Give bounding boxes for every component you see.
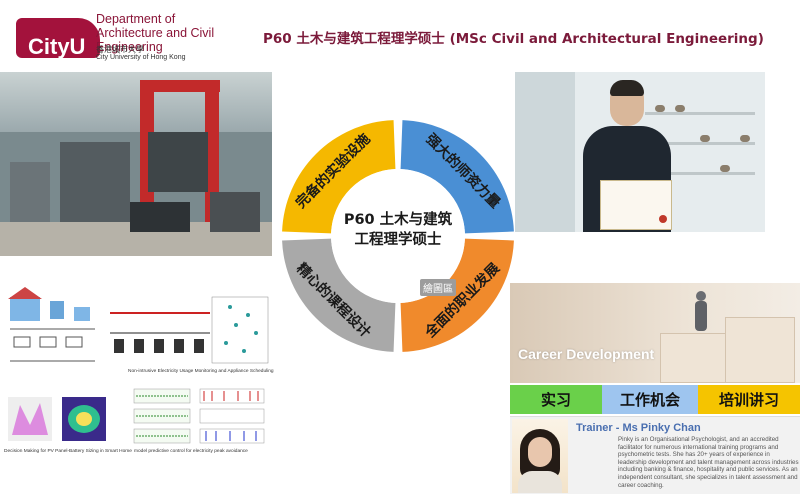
program-highlights-diagram: 完备的实验设施强大的师资力量全面的职业发展精心的课程设计 P60 土木与建筑 工… bbox=[276, 104, 520, 368]
center-title-line-2: 工程理学硕士 bbox=[354, 232, 442, 248]
trainer-photo bbox=[512, 419, 568, 493]
career-development-title: Career Development bbox=[518, 346, 655, 362]
diagram-watermark: 繪圖區 bbox=[420, 279, 456, 296]
tag-internship: 实习 bbox=[510, 385, 602, 414]
research-caption-1: Non-intrusive Electricity Usage Monitori… bbox=[128, 369, 274, 374]
trainer-card: Trainer - Ms Pinky Chan Pinky is an Orga… bbox=[510, 416, 800, 494]
research-figures bbox=[8, 287, 269, 444]
tag-training-workshops: 培训讲习 bbox=[698, 385, 800, 414]
segment-curriculum-design bbox=[282, 238, 396, 352]
center-title-line-1: P60 土木与建筑 bbox=[343, 212, 453, 228]
trainer-name: Trainer - Ms Pinky Chan bbox=[576, 422, 701, 434]
segment-career-development bbox=[400, 238, 514, 352]
department-line-1: Department of bbox=[96, 12, 176, 26]
department-line-2: Architecture and Civil Engineering bbox=[96, 26, 215, 54]
research-projects-panel: Non-intrusive Electricity Usage Monitori… bbox=[0, 285, 275, 490]
lab-facility-photo bbox=[0, 72, 272, 256]
ring-center bbox=[331, 169, 465, 303]
research-caption-2: Decision Making for PV Panel-Battery Siz… bbox=[4, 449, 132, 454]
segment-faculty-strength bbox=[400, 120, 514, 234]
page-title: P60 土木与建筑工程理学硕士 (MSc Civil and Architect… bbox=[263, 31, 764, 47]
research-caption-3: model predictive control for electricity… bbox=[134, 449, 248, 454]
university-name-en: City University of Hong Kong bbox=[96, 54, 186, 61]
logo-badge: CityU bbox=[16, 18, 100, 59]
logo-text: CityU bbox=[28, 34, 86, 59]
professor-photo bbox=[515, 72, 765, 232]
cityu-logo: CityU Department of Architecture and Civ… bbox=[10, 8, 260, 68]
university-name-cn: 香港城市大學 bbox=[96, 45, 144, 54]
career-development-banner: Career Development bbox=[510, 283, 800, 383]
tag-job-opportunities: 工作机会 bbox=[602, 385, 698, 414]
segment-lab-facilities bbox=[282, 120, 396, 234]
trainer-bio: Pinky is an Organisational Psychologist,… bbox=[618, 436, 799, 489]
highlights-ring: 完备的实验设施强大的师资力量全面的职业发展精心的课程设计 bbox=[282, 120, 514, 352]
